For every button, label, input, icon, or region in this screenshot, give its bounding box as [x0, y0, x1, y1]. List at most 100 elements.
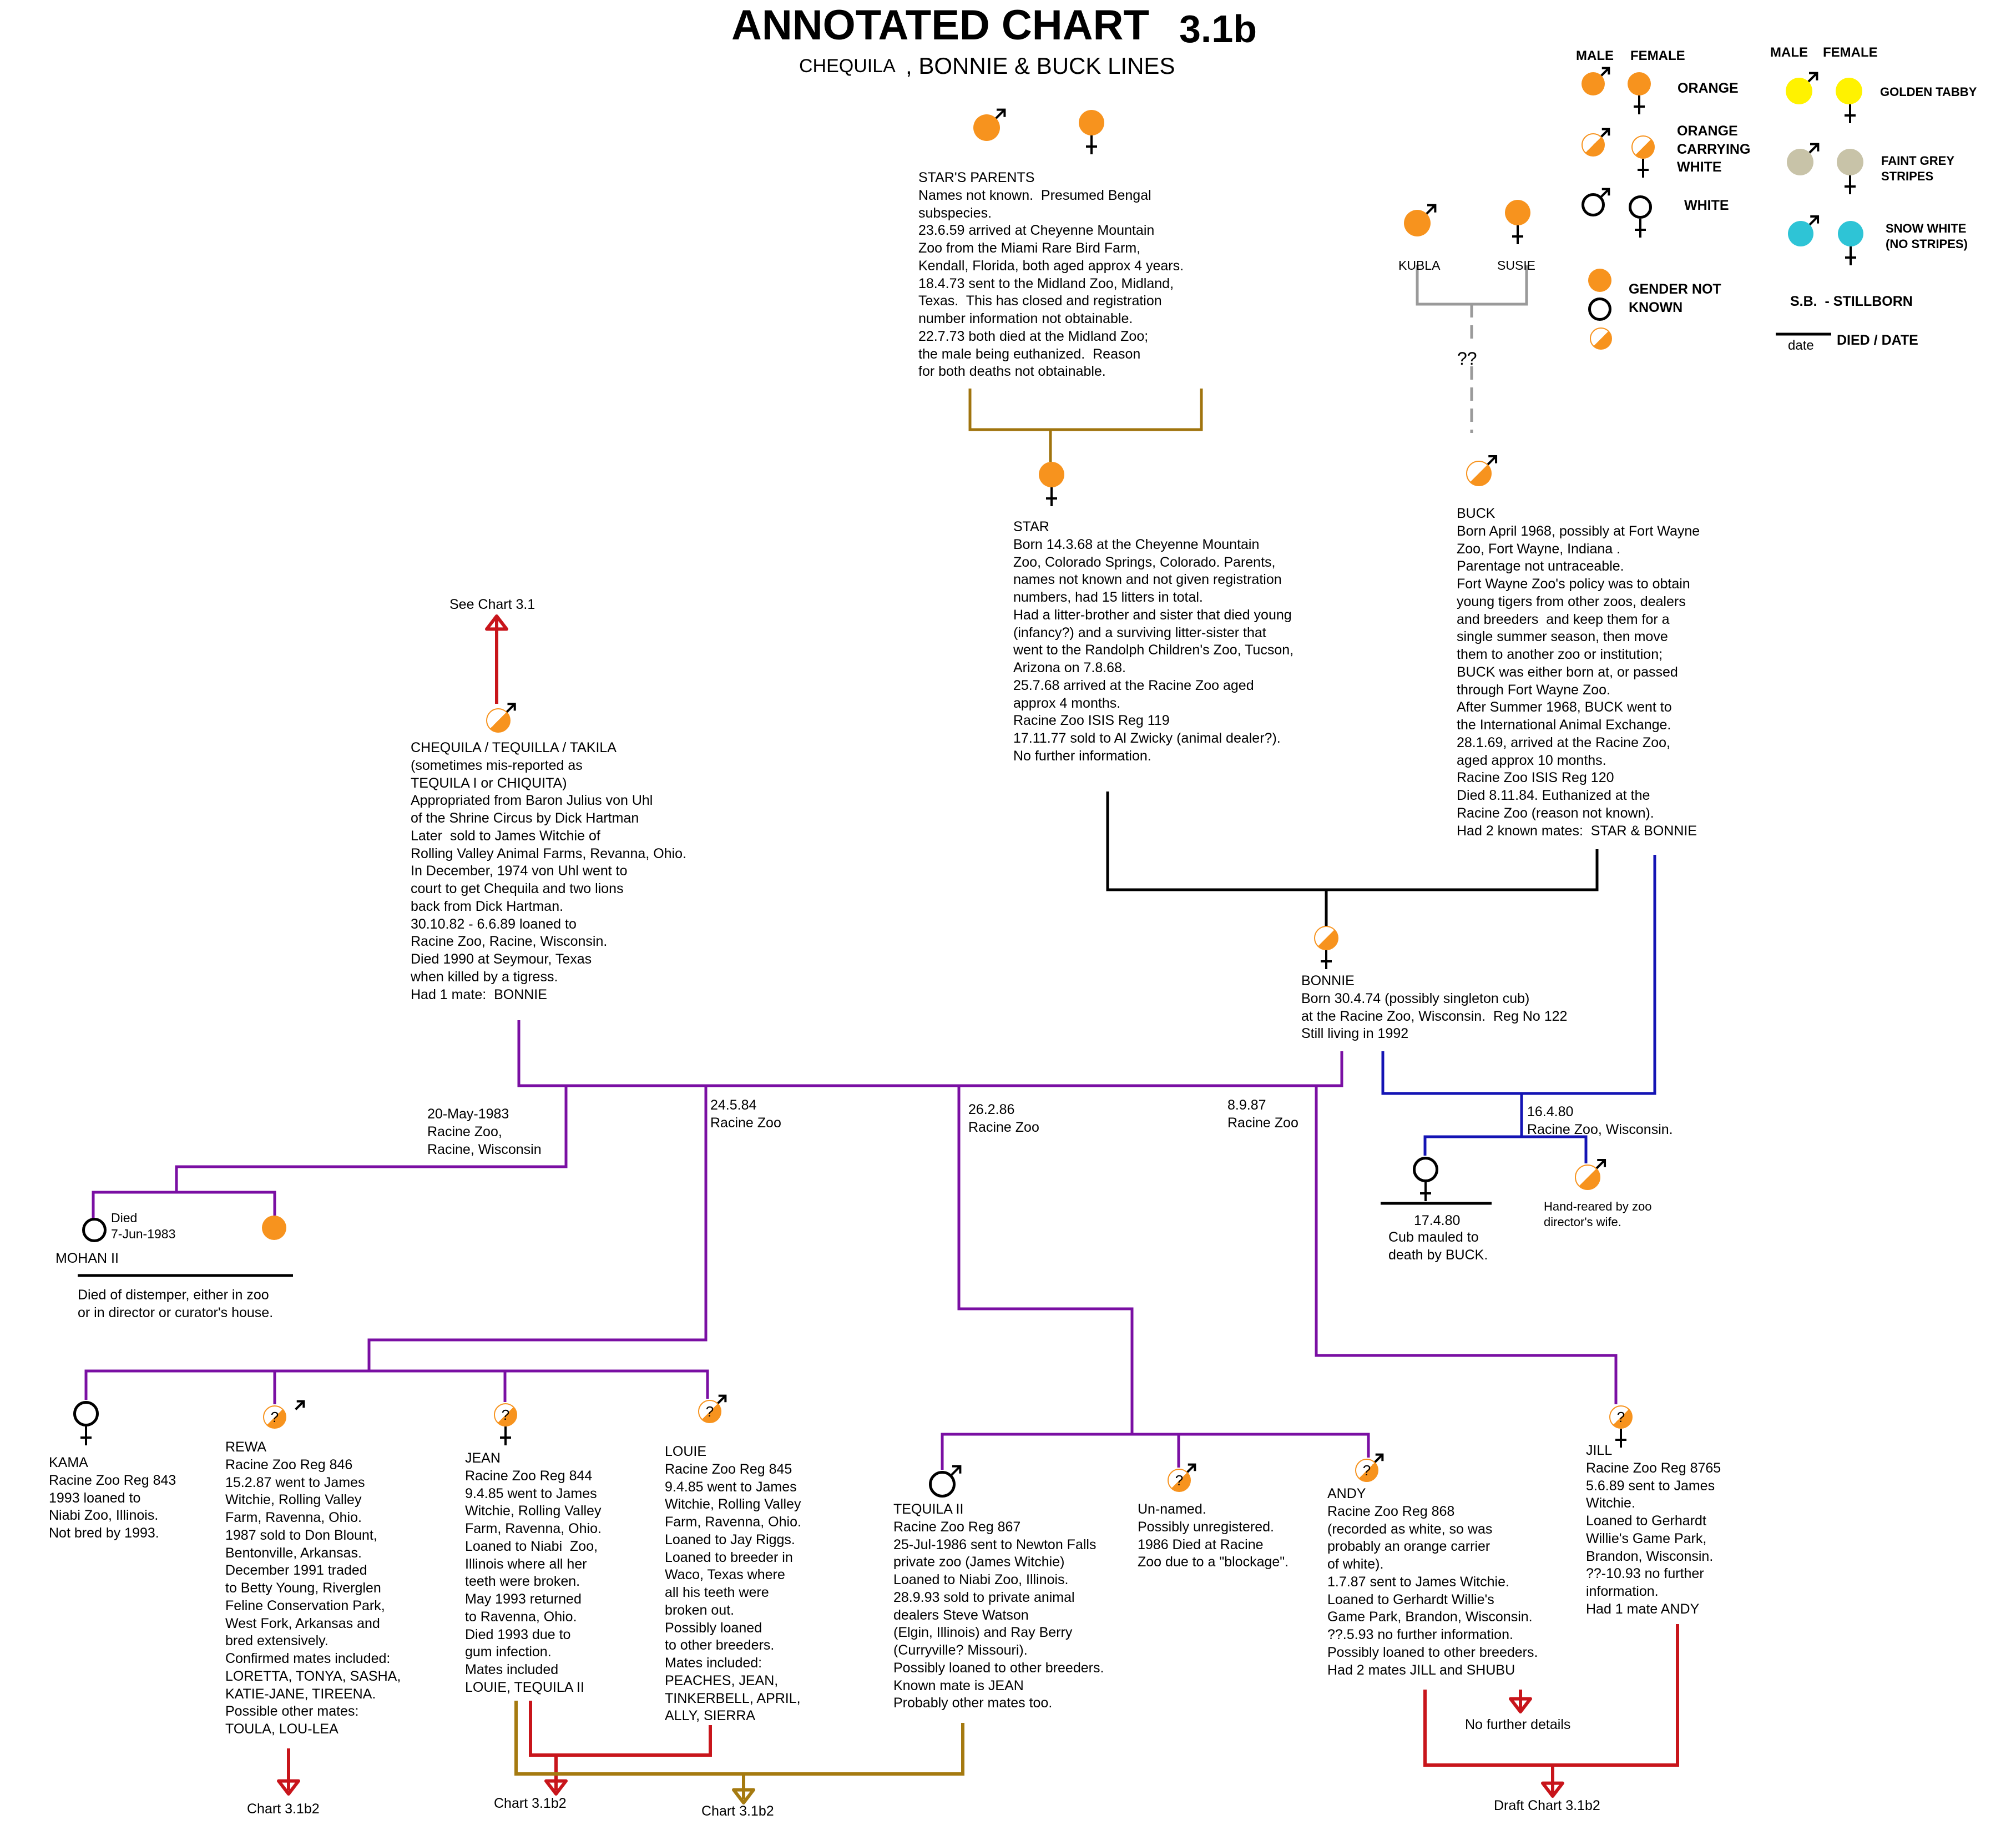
- bonnie-note: BONNIE Born 30.4.74 (possibly singleton …: [1301, 973, 1568, 1042]
- no-further-details: No further details: [1465, 1717, 1571, 1732]
- jean-tequila-line: [514, 1701, 964, 1776]
- chart-subtitle-a: CHEQUILA: [799, 56, 896, 77]
- male-symbol: [1488, 455, 1498, 463]
- andy-note: ANDY Racine Zoo Reg 868 (recorded as whi…: [1327, 1486, 1538, 1678]
- ref-louie-link[interactable]: Chart 3.1b2: [701, 1803, 774, 1819]
- male-symbol: [505, 703, 516, 714]
- male-symbol: [716, 1395, 726, 1405]
- jill-note: JILL Racine Zoo Reg 8765 5.6.89 sent to …: [1586, 1443, 1721, 1617]
- legend-died-date: DIED / DATE: [1837, 332, 1918, 348]
- 1987-litter-line: [1315, 1086, 1618, 1404]
- kama-note: KAMA Racine Zoo Reg 843 1993 loaned to N…: [49, 1455, 176, 1541]
- male-symbol: [1810, 215, 1820, 224]
- cub-date-label: 17.4.80: [1414, 1213, 1461, 1228]
- litter-1987-label: 8.9.87 Racine Zoo: [1227, 1097, 1298, 1131]
- legend-male-2: MALE: [1770, 45, 1808, 60]
- 1984-litter-line: [84, 1369, 709, 1400]
- rewa-note: REWA Racine Zoo Reg 846 15.2.87 went to …: [225, 1439, 401, 1737]
- star-buck-line: [1106, 792, 1599, 891]
- ref-andy-jill-link[interactable]: Draft Chart 3.1b2: [1494, 1798, 1600, 1813]
- male-symbol: [1188, 1463, 1196, 1471]
- male-symbol: [507, 703, 516, 711]
- stars-parents-line: [968, 389, 1203, 431]
- unnamed-note: Un-named. Possibly unregistered. 1986 Di…: [1138, 1501, 1289, 1570]
- legend-snow-white: SNOW WHITE (NO STRIPES): [1886, 221, 1968, 251]
- male-symbol: [296, 1400, 305, 1408]
- mohan-note: Died of distemper, either in zoo or in d…: [78, 1287, 274, 1320]
- male-symbol: [1373, 1454, 1383, 1464]
- male-symbol: [1486, 455, 1497, 466]
- unknown-link-label: ??: [1457, 349, 1477, 369]
- 1986-litter-line: [957, 1086, 1134, 1434]
- star-note: STAR Born 14.3.68 at the Cheyenne Mounta…: [1013, 519, 1294, 764]
- legend-faint-grey-stripes: FAINT GREY STRIPES: [1881, 154, 1955, 183]
- kubla-label: KUBLA: [1398, 258, 1441, 273]
- see-chart-arrow: [485, 614, 508, 631]
- tequila2-note: TEQUILA II Racine Zoo Reg 867 25-Jul-198…: [893, 1501, 1104, 1711]
- legend-female-1: FEMALE: [1630, 48, 1685, 63]
- legend-gender-not-known: GENDER NOT KNOWN: [1629, 281, 1721, 315]
- male-symbol: [950, 1465, 961, 1476]
- male-symbol: [1810, 143, 1820, 152]
- handreared-note: Hand-reared by zoo director's wife.: [1544, 1199, 1652, 1229]
- ref-jean-link[interactable]: Chart 3.1b2: [494, 1796, 567, 1811]
- susie-label: SUSIE: [1497, 258, 1536, 273]
- andy-jill-ref-arrow: [1541, 1781, 1564, 1798]
- legend-female-2: FEMALE: [1823, 45, 1878, 60]
- chequila-bonnie-line: [517, 1020, 1343, 1087]
- male-symbol: [1808, 143, 1819, 154]
- legend-orange-carrying-white: ORANGE CARRYING WHITE: [1677, 123, 1751, 175]
- male-symbol: [718, 1394, 727, 1403]
- male-symbol: [1597, 1158, 1606, 1167]
- male-symbol: [1809, 72, 1818, 80]
- legend-golden-tabby: GOLDEN TABBY: [1880, 85, 1977, 99]
- male-symbol: [1601, 188, 1610, 196]
- 1983-litter-line: [175, 1086, 568, 1192]
- male-symbol: [997, 108, 1006, 117]
- litter-1986-label: 26.2.86 Racine Zoo: [968, 1102, 1039, 1135]
- no-further-arrow: [1509, 1697, 1532, 1713]
- stars-parents-note: STAR'S PARENTS Names not known. Presumed…: [918, 170, 1184, 380]
- male-symbol: [295, 1400, 305, 1410]
- 1980-litter-line: [1423, 1135, 1588, 1163]
- legend-orange: ORANGE: [1678, 80, 1739, 96]
- male-symbol: [1375, 1453, 1384, 1461]
- male-symbol: [1186, 1464, 1196, 1474]
- male-symbol: [1601, 128, 1610, 136]
- chart-id: 3.1b: [1179, 7, 1257, 51]
- cub-note: Cub mauled to death by BUCK.: [1388, 1229, 1488, 1263]
- litter-1984-label: 24.5.84 Racine Zoo: [710, 1097, 781, 1131]
- male-symbol: [952, 1465, 962, 1474]
- mohan-died-label: Died 7-Jun-1983: [111, 1211, 176, 1242]
- legend-date-word: date: [1788, 338, 1814, 353]
- 1983-litter-line: [92, 1191, 276, 1218]
- male-symbol: [1601, 67, 1610, 75]
- male-symbol: [1600, 128, 1610, 138]
- male-symbol: [994, 109, 1006, 120]
- legend-male-1: MALE: [1576, 48, 1614, 63]
- litter-1980-label: 16.4.80 Racine Zoo, Wisconsin.: [1527, 1104, 1673, 1137]
- male-symbol: [1807, 72, 1818, 83]
- see-chart-label: See Chart 3.1: [449, 597, 535, 612]
- jean-note: JEAN Racine Zoo Reg 844 9.4.85 went to J…: [465, 1450, 602, 1695]
- male-symbol: [1600, 188, 1610, 198]
- mohan-name: MOHAN II: [55, 1251, 119, 1266]
- bonnie-buck-line: [1381, 855, 1656, 1095]
- 1986-litter-line: [941, 1433, 1370, 1470]
- louie-note: LOUIE Racine Zoo Reg 845 9.4.85 went to …: [665, 1444, 801, 1724]
- louie-ref-arrow: [732, 1788, 755, 1804]
- rewa-ref-arrow: [277, 1779, 300, 1796]
- litter-1983-label: 20-May-1983 Racine Zoo, Racine, Wisconsi…: [427, 1106, 542, 1157]
- jean-louie-line: [529, 1701, 712, 1757]
- legend-white: WHITE: [1684, 198, 1729, 213]
- male-symbol: [1595, 1159, 1606, 1170]
- 1984-litter-line: [367, 1086, 708, 1371]
- chart-title: ANNOTATED CHART: [731, 2, 1149, 49]
- male-symbol: [1427, 204, 1437, 213]
- chart-subtitle-b: , BONNIE & BUCK LINES: [906, 53, 1175, 79]
- male-symbol: [1808, 215, 1819, 226]
- ref-rewa-link[interactable]: Chart 3.1b2: [247, 1801, 320, 1817]
- male-symbol: [1600, 67, 1610, 77]
